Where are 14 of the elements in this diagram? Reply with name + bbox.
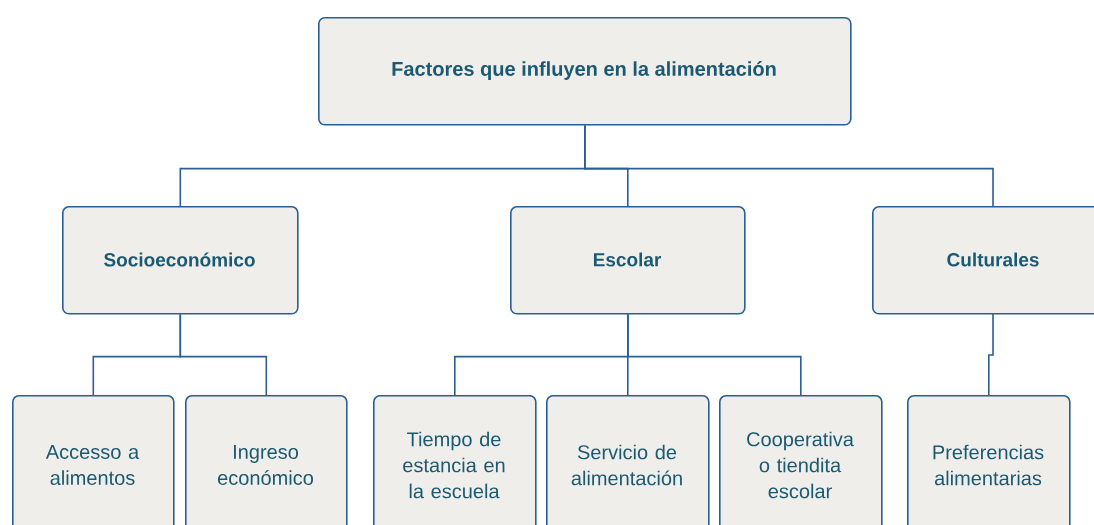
connector-line: [627, 313, 802, 396]
category-box: Culturales: [872, 206, 1094, 315]
factor-box: Preferencias alimentarias: [907, 395, 1071, 525]
category-box: Socioeconómico: [62, 206, 299, 315]
connector-line: [584, 124, 994, 207]
factor-box: Tiempo de estancia en la escuela: [373, 395, 537, 525]
factor-box: Cooperativa o tiendita escolar: [719, 395, 883, 525]
factor-box: Servicio de alimentación: [546, 395, 710, 525]
factor-box: Accesso a alimentos: [12, 395, 175, 525]
title-box: Factores que influyen en la alimentación: [318, 17, 852, 126]
factor-box: Ingreso económico: [185, 395, 348, 525]
connector-line: [179, 313, 268, 396]
category-box: Escolar: [510, 206, 746, 315]
connector-line: [988, 312, 994, 396]
